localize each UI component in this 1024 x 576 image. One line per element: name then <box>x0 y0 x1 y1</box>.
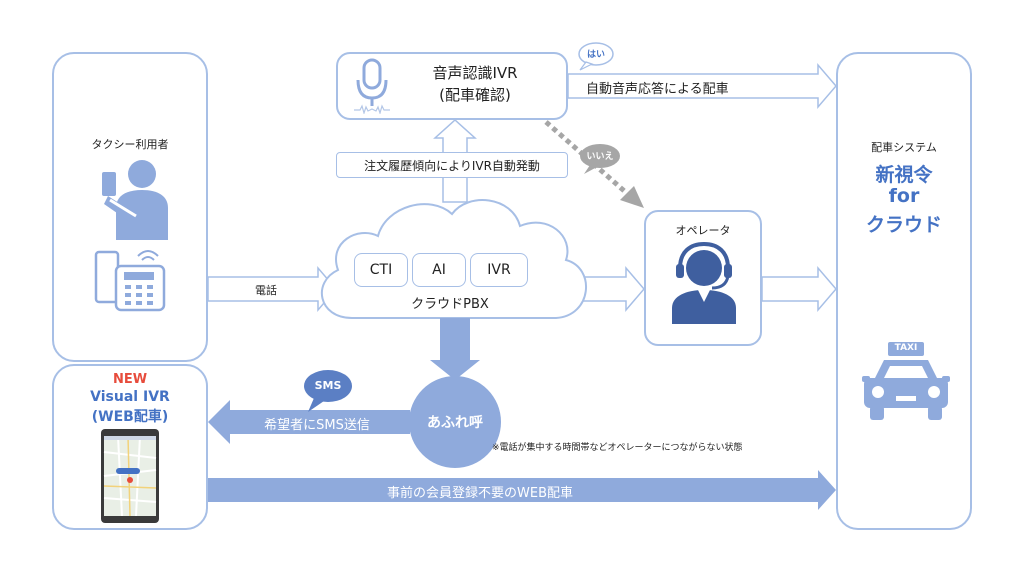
smartphone-map-icon <box>101 429 159 523</box>
overflow-circle <box>409 376 501 468</box>
sms-badge-text: SMS <box>314 379 342 392</box>
taxi-sign-text: TAXI <box>894 343 918 353</box>
cloud-item-ivr: IVR <box>470 253 528 287</box>
cloud-pbx-label: クラウドPBX <box>411 297 489 312</box>
overflow-label: あふれ呼 <box>427 415 483 431</box>
auto-dispatch-text: 自動音声応答による配車 <box>586 82 729 97</box>
operator-headset-icon <box>672 242 736 324</box>
auto-dispatch-arrow <box>567 62 837 110</box>
voice-ivr-title-line2: (配車確認) <box>439 86 511 104</box>
no-bubble-text: いいえ <box>586 152 614 162</box>
cloud-item-cti: CTI <box>354 253 408 287</box>
telephone-icon <box>94 250 166 312</box>
sms-arrow <box>208 400 410 444</box>
microphone-icon <box>354 58 390 114</box>
operator-to-dispatch-arrow <box>761 265 837 313</box>
yes-bubble-text: はい <box>586 50 605 60</box>
visual-ivr-title-line2: (WEB配車) <box>91 409 169 425</box>
dispatch-name-line2: for <box>888 185 920 207</box>
taxi-icon <box>862 342 950 420</box>
user-phone-icon <box>102 160 168 240</box>
visual-ivr-title-line1: Visual IVR <box>90 389 170 405</box>
dispatch-panel <box>836 52 972 530</box>
overflow-note: ※電話が集中する時間帯などオペレーターにつながらない状態 <box>492 443 743 453</box>
web-dispatch-arrow <box>208 470 836 510</box>
dispatch-name-line3: クラウド <box>865 214 942 236</box>
voice-ivr-title-line1: 音声認識IVR <box>432 64 518 82</box>
customer-label: タクシー利用者 <box>91 138 169 151</box>
operator-label: オペレータ <box>675 224 731 237</box>
web-arrow-text: 事前の会員登録不要のWEB配車 <box>387 486 573 501</box>
history-trigger-box: 注文履歴傾向によりIVR自動発動 <box>336 152 568 178</box>
sms-arrow-text: 希望者にSMS送信 <box>264 418 370 433</box>
cloud-item-ai: AI <box>412 253 466 287</box>
dispatch-name-line1: 新視令 <box>875 164 933 186</box>
call-label: 電話 <box>255 284 277 297</box>
dispatch-label: 配車システム <box>871 141 937 154</box>
new-label: NEW <box>112 372 148 387</box>
overflow-down-arrow <box>430 318 480 380</box>
